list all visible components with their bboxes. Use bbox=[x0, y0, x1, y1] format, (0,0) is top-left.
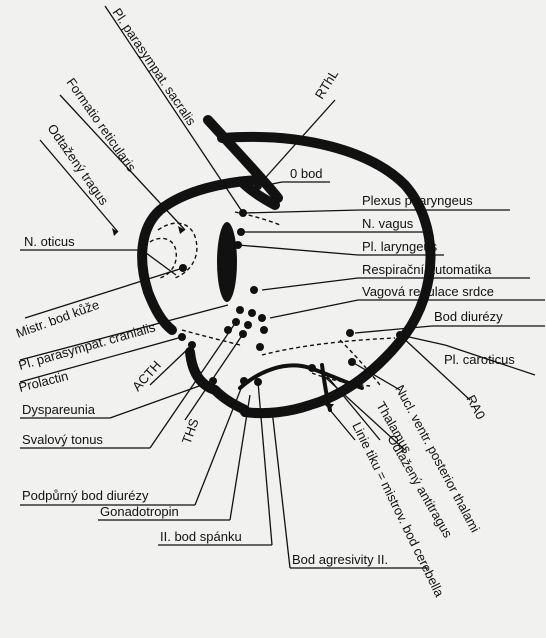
point-b bbox=[248, 309, 256, 317]
label-bod-agresivity-ii: Bod agresivity II. bbox=[292, 552, 388, 567]
point-thalamus bbox=[308, 364, 316, 372]
label-rthl: RThL bbox=[312, 67, 341, 102]
point-d bbox=[244, 321, 252, 329]
point-g bbox=[256, 343, 264, 351]
label-respiracni-automatika: Respirační automatika bbox=[362, 262, 492, 277]
antihelix-crus bbox=[217, 222, 237, 302]
label-plexus-pharyngeus: Plexus pharyngeus bbox=[362, 193, 473, 208]
point-respiracni bbox=[250, 286, 258, 294]
label-pl-caroticus: Pl. caroticus bbox=[444, 352, 515, 367]
point-e bbox=[260, 326, 268, 334]
label-ii-bod-spanku: II. bod spánku bbox=[160, 529, 242, 544]
label-0-bod: 0 bod bbox=[290, 166, 323, 181]
label-n-vagus: N. vagus bbox=[362, 216, 414, 231]
labels: Pl. parasympat. sacralis RThL Formatio r… bbox=[14, 5, 515, 600]
label-gonadotropin: Gonadotropin bbox=[100, 504, 179, 519]
label-ra0: RA0 bbox=[463, 392, 488, 421]
label-prolactin: Prolactin bbox=[17, 368, 70, 395]
label-pl-parasympat-sacralis: Pl. parasympat. sacralis bbox=[110, 5, 200, 128]
label-n-oticus: N. oticus bbox=[24, 234, 75, 249]
label-ths: THS bbox=[179, 416, 202, 446]
label-podpurny-bod-diurezy: Podpůrný bod diurézy bbox=[22, 488, 149, 503]
label-vagova-regulace-srdce: Vagová regulace srdce bbox=[362, 284, 494, 299]
label-svalovy-tonus: Svalový tonus bbox=[22, 432, 103, 447]
point-a bbox=[236, 306, 244, 314]
label-mistr-bod-kuze: Mistr. bod kůže bbox=[14, 297, 101, 341]
point-vagova bbox=[258, 314, 266, 322]
label-pl-laryngeus: Pl. laryngeus bbox=[362, 239, 438, 254]
point-bod-diurezy bbox=[346, 329, 354, 337]
label-dyspareunia: Dyspareunia bbox=[22, 402, 96, 417]
label-bod-diurezy: Bod diurézy bbox=[434, 309, 503, 324]
